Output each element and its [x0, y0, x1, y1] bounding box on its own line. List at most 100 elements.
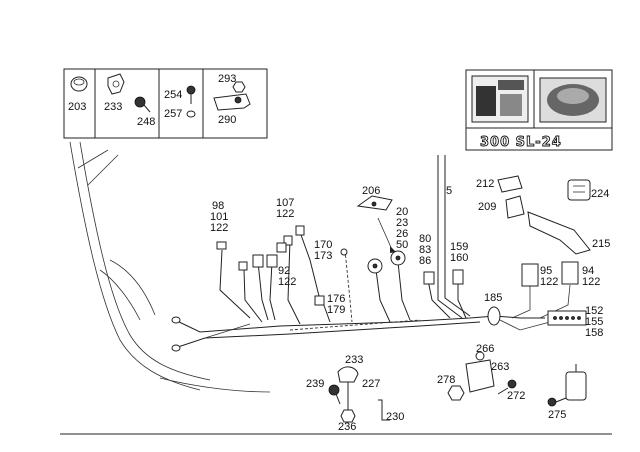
bracket-230	[378, 399, 390, 421]
clip-part-icon	[107, 73, 125, 95]
screw-part-icon	[134, 96, 151, 113]
callout-95: 95	[540, 265, 552, 277]
connector-224	[567, 179, 591, 201]
round-connector-26	[390, 250, 406, 266]
bracket-206	[356, 195, 393, 211]
connector-block-152	[547, 310, 587, 326]
bracket-part-icon	[213, 93, 251, 111]
callout-23: 23	[396, 217, 408, 229]
callout-290: 290	[218, 114, 236, 126]
callout-101: 101	[210, 211, 228, 223]
callout-159: 159	[450, 241, 468, 253]
callout-233: 233	[345, 354, 363, 366]
connector-215	[527, 211, 591, 255]
callout-212: 212	[476, 178, 494, 190]
callout-230: 230	[386, 411, 404, 423]
callout-20: 20	[396, 206, 408, 218]
callout-179: 179	[327, 304, 345, 316]
grommet-185	[487, 306, 501, 326]
screw-275	[547, 397, 567, 407]
main-wiring-harness	[174, 155, 571, 349]
callout-50: 50	[396, 239, 408, 251]
bolt-part-icon	[186, 85, 196, 104]
arrow-206	[377, 217, 393, 251]
relay-94	[561, 261, 579, 285]
callout-122: 122	[540, 276, 558, 288]
connector-plug-b	[252, 254, 264, 268]
callout-5: 5	[446, 185, 452, 197]
model-box: 300 SL-24	[465, 69, 613, 151]
callout-206: 206	[362, 185, 380, 197]
callout-236: 236	[338, 421, 356, 433]
callout-293: 293	[218, 73, 236, 85]
connector-107	[283, 225, 305, 246]
vehicle-body-outline	[69, 141, 271, 393]
callout-266: 266	[476, 343, 494, 355]
connector-98	[216, 241, 227, 250]
grommet-part-icon	[186, 110, 196, 118]
callout-122: 122	[582, 276, 600, 288]
callout-215: 215	[592, 238, 610, 250]
callout-272: 272	[507, 390, 525, 402]
connector-170	[340, 248, 348, 256]
arrow-206-head	[390, 246, 396, 253]
connector-ring-left-top	[171, 316, 181, 324]
callout-224: 224	[591, 188, 609, 200]
callout-122: 122	[276, 208, 294, 220]
callout-185: 185	[484, 292, 502, 304]
callout-94: 94	[582, 265, 594, 277]
callouts: 98 101 122 107 122 170 173 92 122 176 17…	[210, 178, 610, 433]
callout-83: 83	[419, 244, 431, 256]
cap-part-icon	[70, 76, 88, 92]
parts-legend-box: 203 233 248 254 257 293 290	[63, 68, 268, 139]
connector-176	[314, 295, 325, 306]
callout-203: 203	[68, 101, 86, 113]
bolt-278	[447, 385, 465, 401]
screw-272	[497, 379, 517, 395]
connector-plug-a	[238, 261, 248, 271]
callout-263: 263	[491, 361, 509, 373]
nut-part-icon	[232, 81, 246, 93]
callout-170: 170	[314, 239, 332, 251]
callout-275: 275	[548, 409, 566, 421]
nut-236	[340, 409, 356, 423]
relay-assembly-263	[465, 351, 495, 393]
callout-254: 254	[164, 89, 182, 101]
callout-257: 257	[164, 108, 182, 120]
callout-107: 107	[276, 197, 294, 209]
round-connector-20	[367, 258, 383, 274]
callout-155: 155	[585, 316, 603, 328]
callout-173: 173	[314, 250, 332, 262]
engine-bay-thumbnail-icon	[471, 75, 529, 123]
callout-233: 233	[104, 101, 122, 113]
callout-227: 227	[362, 378, 380, 390]
connector-plug-c	[266, 254, 278, 268]
callout-160: 160	[450, 252, 468, 264]
callout-26: 26	[396, 228, 408, 240]
callout-92: 92	[278, 265, 290, 277]
callout-176: 176	[327, 293, 345, 305]
connector-209	[505, 195, 525, 219]
callout-86: 86	[419, 255, 431, 267]
connector-ring-left-bottom	[171, 344, 181, 352]
callout-239: 239	[306, 378, 324, 390]
connector-80	[423, 271, 435, 285]
callout-158: 158	[585, 327, 603, 339]
callout-209: 209	[478, 201, 496, 213]
callout-248: 248	[137, 116, 155, 128]
callout-152: 152	[585, 305, 603, 317]
callout-122: 122	[278, 276, 296, 288]
connector-92	[276, 242, 287, 253]
relay-95	[521, 263, 539, 287]
connector-212	[497, 175, 523, 193]
callout-80: 80	[419, 233, 431, 245]
relay-275	[565, 364, 587, 401]
engine-thumbnail-icon	[539, 77, 607, 123]
clamp-233	[337, 366, 359, 410]
screw-239	[328, 384, 341, 405]
connector-159	[452, 269, 464, 285]
model-badge: 300 SL-24	[480, 135, 562, 150]
callout-278: 278	[437, 374, 455, 386]
callout-98: 98	[212, 200, 224, 212]
